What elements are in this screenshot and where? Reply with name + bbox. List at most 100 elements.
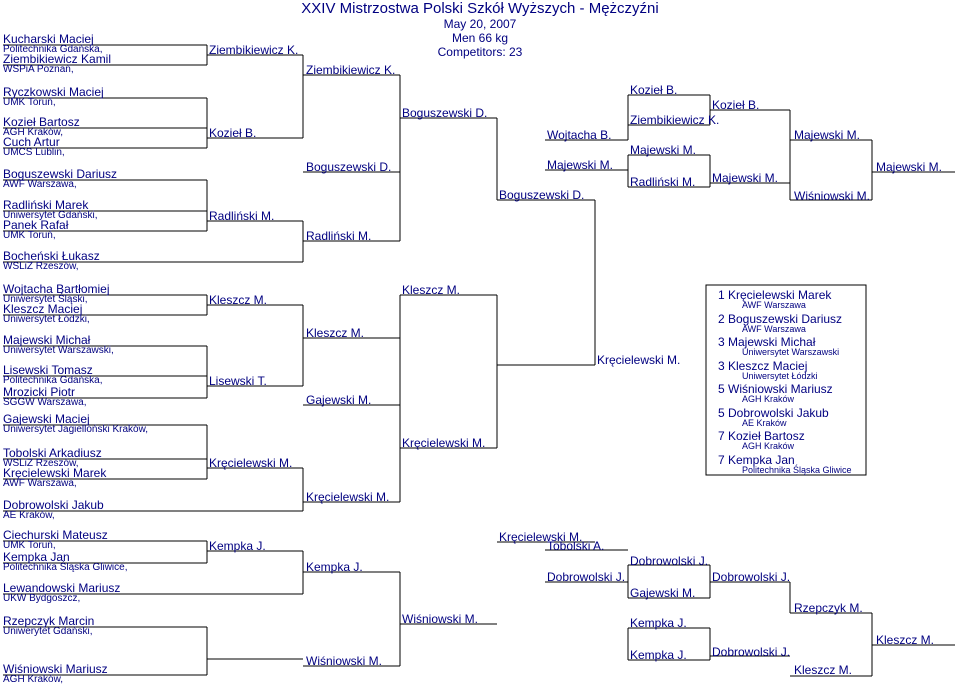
bout-winner-label: Gajewski M.: [306, 393, 372, 407]
result-place-name: 7 Kozieł Bartosz: [718, 429, 805, 443]
competitor-club: Uniwerytet Gdański,: [3, 626, 93, 637]
bout-winner-label: Boguszewski D.: [402, 106, 488, 120]
competitor-name: Wojtacha Bartłomiej: [3, 282, 110, 296]
bout-winner-label: Radliński M.: [209, 209, 275, 223]
competitor-club: UMK Toruń,: [3, 97, 56, 108]
competitor-count: Competitors: 23: [437, 45, 523, 59]
bout-winner-label: Wiśniowski M.: [306, 654, 383, 668]
competitor-club: Uniwersytet Gdański,: [3, 210, 98, 221]
result-club: Politechnika Śląska Gliwice: [742, 464, 852, 475]
bout-winner-label: Ziembikiewicz K.: [630, 113, 720, 127]
bout-winner-label: Kempka J.: [630, 616, 687, 630]
bout-winner-label: Kręcielewski M.: [209, 456, 293, 470]
result-club: Uniwersytet Warszawski: [742, 347, 840, 357]
bout-winner-label: Kleszcz M.: [306, 326, 365, 340]
competitor-name: Mrozicki Piotr: [3, 385, 76, 399]
competitor-club: UKW Bydgoszcz,: [3, 593, 81, 604]
competitor-club: Uniwersytet Jagielloński Kraków,: [3, 424, 149, 435]
competitor-club: UMCS Lublin,: [3, 147, 65, 158]
bout-winner-label: Kozieł B.: [712, 98, 760, 112]
competitor-club: WSPiA Poznań,: [3, 64, 74, 75]
bout-winner-label: Tobolski A.: [547, 539, 605, 553]
competitor-name: Ciechurski Mateusz: [3, 528, 108, 542]
result-club: AWF Warszawa: [742, 300, 806, 310]
bout-winner-label: Dobrowolski J.: [630, 554, 709, 568]
bout-winner-label: Kręcielewski M.: [402, 436, 486, 450]
competitor-club: AGH Kraków,: [3, 127, 64, 138]
competitor-name: Boguszewski Dariusz: [3, 167, 118, 181]
result-club: AGH Kraków: [742, 394, 795, 404]
result-club: AWF Warszawa: [742, 323, 806, 334]
bout-winner-label: Majewski M.: [547, 158, 614, 172]
competitor-name: Ziembikiewicz Kamil: [3, 52, 112, 66]
competitor-name: Kucharski Maciej: [3, 32, 94, 46]
bout-winner-label: Majewski M.: [876, 160, 943, 174]
bout-winner-label: Majewski M.: [630, 143, 697, 157]
competitor-name: Cuch Artur: [3, 135, 60, 149]
competitor-name: Rzepczyk Marcin: [3, 614, 95, 628]
bout-winner-label: Dobrowolski J.: [712, 570, 791, 584]
bout-winner-label: Kleszcz M.: [876, 633, 935, 647]
competitor-name: Kleszcz Maciej: [3, 302, 83, 316]
bout-winner-label: Kozieł B.: [209, 126, 257, 140]
competitor-name: Kempka Jan: [3, 550, 70, 564]
bout-winner-label: Ziembikiewicz K.: [209, 43, 299, 57]
competitor-club: AWF Warszawa,: [3, 179, 77, 190]
competitor-club: AGH Kraków,: [3, 674, 64, 685]
bout-winner-label: Majewski M.: [794, 128, 861, 142]
competitor-club: Uniwersytet Łódzki,: [3, 314, 90, 325]
bout-winner-label: Ziembikiewicz K.: [306, 63, 396, 77]
competitor-name: Dobrowolski Jakub: [3, 498, 104, 512]
bout-winner-label: Kleszcz M.: [402, 283, 461, 297]
competitor-club: WSLiZ Rzeszów,: [3, 261, 79, 272]
result-place-name: 2 Boguszewski Dariusz: [718, 311, 843, 326]
bout-winner-label: Kempka J.: [306, 560, 363, 574]
bout-winner-label: Kręcielewski M.: [597, 353, 681, 367]
result-place-name: 5 Dobrowolski Jakub: [718, 405, 829, 420]
competitor-name: Panek Rafał: [3, 218, 69, 232]
bout-winner-label: Kozieł B.: [630, 83, 678, 97]
competitor-club: Politechnika Gdańska,: [3, 44, 103, 55]
competitor-club: AE Kraków,: [3, 510, 55, 521]
competitor-club: Politechnika Śląska Gliwice,: [3, 562, 128, 573]
page-title: XXIV Mistrzostwa Polski Szkół Wyższych -…: [301, 0, 659, 17]
competitor-club: Uniwersytet Warszawski,: [3, 345, 114, 356]
bout-winner-label: Boguszewski D.: [499, 188, 585, 202]
bout-winner-label: Kempka J.: [630, 648, 687, 662]
competitor-name: Gajewski Maciej: [3, 412, 90, 426]
competitor-club: UMK Toruń,: [3, 230, 56, 241]
bout-winner-label: Kręcielewski M.: [499, 530, 583, 544]
bout-winner-label: Wojtacha B.: [547, 128, 612, 142]
competitor-name: Radliński Marek: [3, 198, 89, 212]
event-date: May 20, 2007: [443, 17, 517, 31]
result-club: Uniwersytet Łódzki: [742, 370, 818, 381]
result-place-name: 3 Kleszcz Maciej: [718, 358, 808, 373]
competitor-name: Bocheński Łukasz: [3, 249, 100, 263]
competitor-club: Politechnika Gdańska,: [3, 375, 103, 386]
bout-winner-label: Lisewski T.: [209, 374, 267, 388]
competitor-club: Uniwersytet Śląski,: [3, 294, 88, 305]
bout-winner-label: Rzepczyk M.: [794, 601, 863, 615]
competitor-club: UMK Toruń,: [3, 540, 56, 551]
competitor-club: SGGW Warszawa,: [3, 397, 87, 408]
bout-winner-label: Dobrowolski J.: [712, 645, 791, 659]
bout-winner-label: Kleszcz M.: [209, 293, 268, 307]
bout-winner-label: Wiśniowski M.: [794, 189, 871, 203]
bout-winner-label: Radliński M.: [306, 229, 372, 243]
bout-winner-label: Radliński M.: [630, 175, 696, 189]
competitor-name: Kozieł Bartosz: [3, 115, 80, 129]
competitor-name: Wiśniowski Mariusz: [3, 662, 108, 676]
bout-winner-label: Wiśniowski M.: [402, 612, 479, 626]
weight-category: Men 66 kg: [451, 31, 509, 45]
competitor-name: Tobolski Arkadiusz: [3, 446, 102, 460]
result-club: AE Kraków: [742, 417, 787, 428]
bout-winner-label: Kleszcz M.: [794, 663, 853, 677]
bout-winner-label: Boguszewski D.: [306, 160, 392, 174]
competitor-name: Lewandowski Mariusz: [3, 581, 121, 595]
